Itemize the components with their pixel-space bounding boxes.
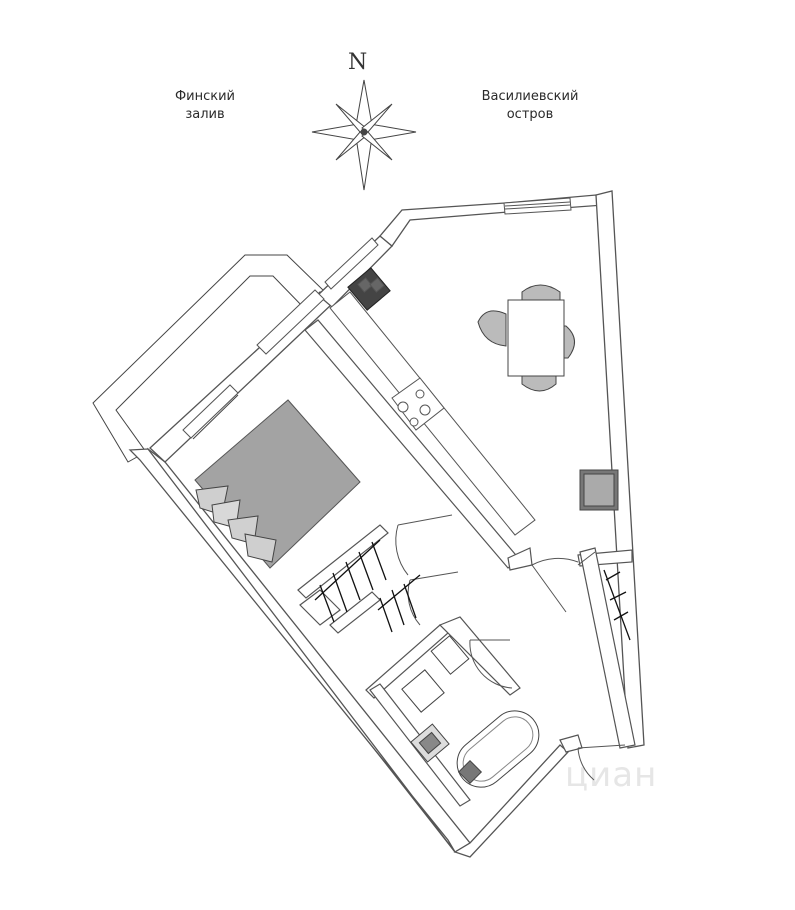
watermark: циан bbox=[565, 755, 658, 795]
kitchen-counter bbox=[329, 267, 536, 536]
bathroom-fixtures bbox=[401, 635, 540, 788]
interior-walls bbox=[297, 319, 636, 807]
doors bbox=[395, 514, 626, 781]
compass-north-label: N bbox=[348, 50, 368, 75]
gulf-label-line1: Финский bbox=[174, 89, 236, 104]
dining-table bbox=[477, 284, 575, 392]
island-label-line2: остров bbox=[506, 107, 554, 122]
island-label: Василиевский остров bbox=[465, 88, 595, 124]
bed bbox=[194, 399, 361, 569]
gulf-label-line2: залив bbox=[185, 107, 225, 122]
wardrobe-hangers bbox=[314, 539, 631, 641]
armchair bbox=[579, 469, 619, 511]
island-label-line1: Василиевский bbox=[481, 89, 579, 104]
windows bbox=[182, 197, 572, 439]
compass-rose-icon bbox=[311, 79, 417, 191]
gulf-label: Финский залив bbox=[160, 88, 250, 124]
